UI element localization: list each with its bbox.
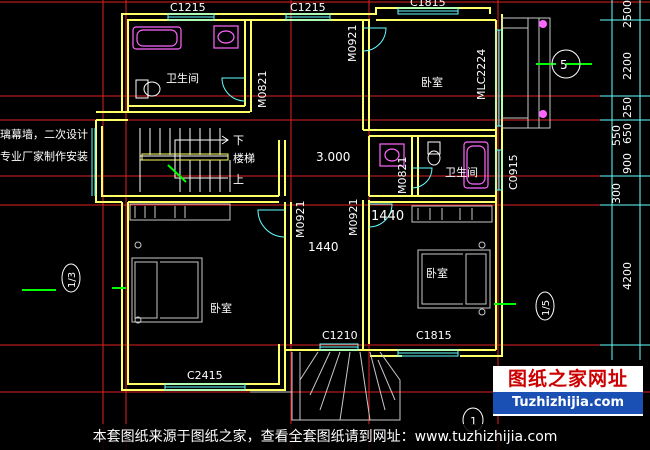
staircase xyxy=(139,128,231,192)
footer-banner: 本套图纸来源于图纸之家，查看全套图纸请到网址：www.tuzhizhijia.c… xyxy=(0,424,650,450)
window-label-mlc2224: MLC2224 xyxy=(475,49,488,100)
watermark-title: 图纸之家网址 xyxy=(507,368,628,390)
green-marks xyxy=(22,63,592,305)
axis-bubble-label-right: 1/5 xyxy=(541,300,552,316)
window-label-c1815-bottom: C1815 xyxy=(416,329,452,342)
room-label-bedroom-left: 卧室 xyxy=(210,301,232,315)
bed-left xyxy=(131,241,203,324)
note-line-2: 专业厂家制作安装 xyxy=(0,149,88,163)
dim-label-2200: 2200 xyxy=(621,52,634,80)
room-label-bedroom-right: 卧室 xyxy=(426,266,448,280)
toilet-right xyxy=(427,141,441,166)
axis-bubble-label-top: 5 xyxy=(560,58,568,72)
washbasin-right xyxy=(379,143,405,167)
toilet-left xyxy=(135,79,161,99)
bay-window-frame xyxy=(501,17,551,129)
door-label-m0821-right: M0821 xyxy=(396,157,409,195)
stair-label: 楼梯 xyxy=(233,151,255,165)
stair-handrail xyxy=(141,153,229,161)
washbasin-left xyxy=(213,25,239,49)
watermark-badge[interactable]: 图纸之家网址 Tuzhizhijia.com xyxy=(493,366,643,416)
bed-right xyxy=(417,241,491,316)
room-label-bathroom-right: 卫生间 xyxy=(445,165,478,179)
dim-label-650: 650 xyxy=(621,123,634,144)
dim-label-4200: 4200 xyxy=(621,262,634,290)
bay-window-posts xyxy=(539,20,547,118)
glass-curtain-wall xyxy=(91,128,96,196)
door-label-m0921-bedroom-right: M0921 xyxy=(347,199,360,237)
door-swings xyxy=(221,27,433,238)
window-label-c0915: C0915 xyxy=(507,154,520,190)
window-label-c1215-mid: C1215 xyxy=(290,1,326,14)
stair-down-label: 下 xyxy=(233,134,244,147)
axis-bubble-label-bottom: 1 xyxy=(470,415,477,428)
dim-label-300: 300 xyxy=(610,183,623,204)
window-label-c2415: C2415 xyxy=(187,369,223,382)
window-label-c1815-top: C1815 xyxy=(410,0,446,9)
watermark-url[interactable]: Tuzhizhijia.com xyxy=(493,392,643,414)
dim-label-1440-right: 1440 xyxy=(371,209,404,224)
axis-bubble-label-left: 1/3 xyxy=(67,272,78,288)
wardrobe-right xyxy=(411,205,493,223)
dimension-lines xyxy=(600,0,650,360)
room-label-bathroom-left: 卫生间 xyxy=(166,71,199,85)
room-label-bedroom-top-right: 卧室 xyxy=(421,75,443,89)
door-label-m0921-top: M0921 xyxy=(346,25,359,63)
window-label-c1210: C1210 xyxy=(322,329,358,342)
dim-label-1440: 1440 xyxy=(308,240,339,254)
dim-label-2500: 2500 xyxy=(621,0,634,28)
dim-label-900: 900 xyxy=(621,153,634,174)
window-label-c1215-left: C1215 xyxy=(170,1,206,14)
note-line-1: 璃幕墙，二次设计 xyxy=(0,127,88,141)
dim-label-250: 250 xyxy=(621,97,634,118)
stair-elevation: 3.000 xyxy=(316,150,350,164)
stair-arrow xyxy=(174,135,229,179)
dim-label-550: 550 xyxy=(610,125,623,146)
stair-up-label: 上 xyxy=(233,173,244,186)
bathtub-left xyxy=(132,26,182,50)
stair-break-mark xyxy=(167,164,187,183)
porch-roof xyxy=(250,351,401,421)
door-label-m0821-left: M0821 xyxy=(256,71,269,109)
window-glazing xyxy=(164,7,503,391)
bathtub-right xyxy=(463,141,489,189)
door-label-m0921-bedroom-left: M0921 xyxy=(294,201,307,239)
wardrobe-left xyxy=(129,203,231,221)
